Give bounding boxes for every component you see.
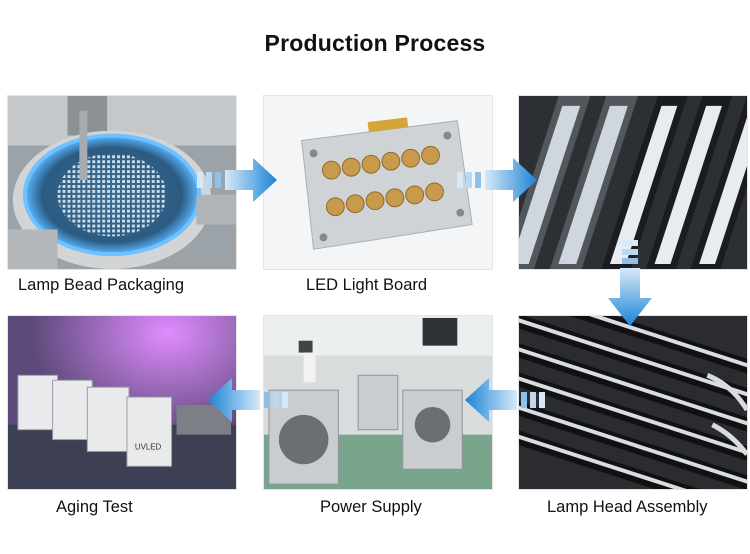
flow-arrow-left-icon	[208, 378, 288, 422]
caption-lamp-bead-packaging: Lamp Bead Packaging	[18, 276, 185, 294]
photo-led-light-board	[263, 95, 493, 270]
caption-power-supply: Power Supply	[320, 498, 422, 516]
caption-aging-test: Aging Test	[56, 498, 133, 516]
flow-arrow-right-icon	[197, 158, 277, 202]
photo-lamp-head-housing	[518, 95, 748, 270]
unit-badge: UVLED	[135, 442, 162, 451]
caption-led-light-board: LED Light Board	[306, 276, 428, 294]
flow-arrow-left-icon	[465, 378, 545, 422]
flow-arrow-down-icon	[608, 240, 652, 326]
photo-lamp-bead-packaging	[7, 95, 237, 270]
photo-aging-test: UVLED	[7, 315, 237, 490]
flow-arrow-right-icon	[457, 158, 537, 202]
caption-lamp-head-assembly: Lamp Head Assembly	[547, 498, 708, 516]
photo-power-supply	[263, 315, 493, 490]
photo-lamp-head-assembly	[518, 315, 748, 490]
page-title: Production Process	[264, 30, 486, 56]
